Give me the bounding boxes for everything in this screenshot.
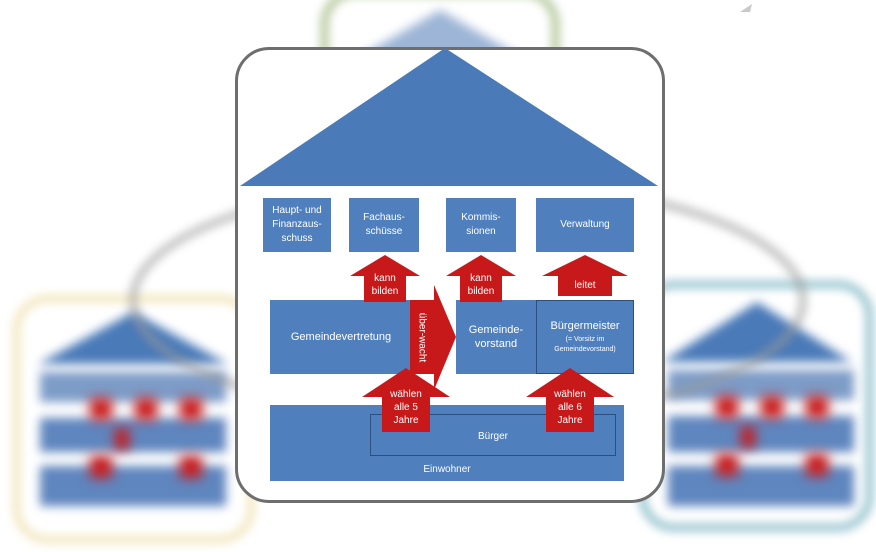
arrow-ueberwacht: [410, 285, 456, 390]
box-verwaltung: Verwaltung: [536, 198, 634, 252]
box-kommissionen: Kommis-sionen: [446, 198, 516, 252]
label-kann-bilden-left: kann bilden: [371, 273, 399, 297]
label-leitet: leitet: [574, 280, 596, 291]
arrow-kann-bilden-right: [446, 255, 516, 302]
teal-house-arrows: [716, 396, 846, 476]
box-haupt-label: Haupt- und Finanzaus-schuss: [272, 205, 322, 244]
yellow-house-roof: [38, 312, 228, 364]
yellow-house-body: [40, 372, 226, 402]
box-verwaltung-label: Verwaltung: [560, 219, 610, 230]
box-gemeindevertretung-label: Gemeindevertretung: [290, 331, 392, 343]
box-haupt-und-finanzausschuss: Haupt- und Finanzaus-schuss: [263, 198, 331, 252]
corner-mark-icon: [740, 4, 752, 12]
arrow-waehlen-5: [362, 368, 450, 432]
box-buerger-label: Bürger: [477, 431, 508, 442]
box-buergermeister: Bürgermeister (= Vorsitz im Gemeindevors…: [536, 300, 634, 374]
box-gemeindevorstand-label: Gemeinde-vorstand: [468, 324, 524, 350]
box-buergermeister-note: (= Vorsitz im Gemeindevorstand): [554, 336, 616, 353]
box-gemeindevorstand: Gemeinde-vorstand: [456, 300, 536, 374]
label-waehlen-6: wählen alle 6 Jahre: [554, 389, 586, 426]
label-kann-bilden-right: kann bilden: [467, 273, 495, 297]
teal-house-middle: [668, 416, 854, 452]
box-kommissionen-label: Kommis-sionen: [461, 212, 501, 237]
box-buergermeister-label: Bürgermeister: [550, 320, 620, 332]
box-gemeindevertretung: Gemeindevertretung: [270, 300, 412, 374]
teal-house-roof: [662, 302, 852, 362]
central-house-roof: [240, 48, 658, 186]
yellow-house-arrows: [90, 398, 220, 478]
label-ueberwacht: über-wacht: [416, 312, 428, 363]
box-fach-label: Fachaus-schüsse: [363, 212, 405, 237]
yellow-house-middle: [40, 418, 226, 452]
arrow-waehlen-6: [526, 368, 614, 432]
arrow-kann-bilden-left: [350, 255, 420, 302]
box-buerger: Bürger: [370, 414, 616, 456]
box-fachausschuesse: Fachaus-schüsse: [349, 198, 419, 252]
label-waehlen-5: wählen alle 5 Jahre: [390, 389, 422, 426]
arrow-leitet: [542, 255, 628, 296]
box-einwohner-label: Einwohner: [423, 464, 471, 475]
